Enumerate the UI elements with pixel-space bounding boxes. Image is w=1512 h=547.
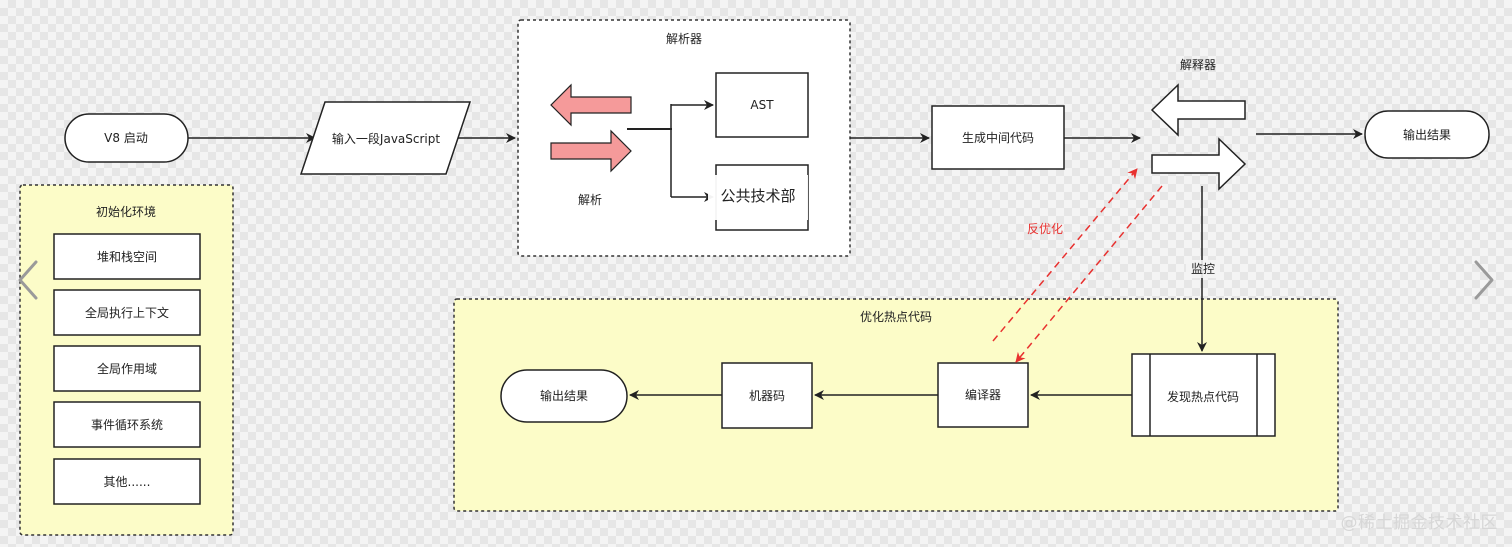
edge-deopt-up xyxy=(992,168,1138,342)
find-hot-node: 发现热点代码 xyxy=(1131,353,1276,437)
init-item: 堆和栈空间 xyxy=(53,233,201,280)
next-slide-button[interactable] xyxy=(1472,258,1496,302)
init-item-label: 事件循环系统 xyxy=(91,418,163,432)
optimize-title: 优化热点代码 xyxy=(860,310,932,324)
find-hot-label: 发现热点代码 xyxy=(1167,389,1239,404)
init-item-label: 其他...... xyxy=(104,475,151,489)
init-item: 事件循环系统 xyxy=(53,401,201,448)
output-bottom-label: 输出结果 xyxy=(540,388,588,403)
optimize-panel: 优化热点代码 xyxy=(453,298,1339,512)
init-item: 其他...... xyxy=(53,458,201,505)
watermark: @稀土掘金技术社区 xyxy=(1340,513,1498,533)
interpreter-left-arrow-icon xyxy=(1150,83,1246,137)
parse-label: 解析 xyxy=(578,193,602,207)
init-title: 初始化环境 xyxy=(96,204,156,219)
parser-panel: 解析器 解析 AST 公共技术部 xyxy=(517,19,851,257)
output-bottom-node: 输出结果 xyxy=(500,369,628,423)
monitor-label: 监控 xyxy=(1191,262,1215,276)
init-item-label: 全局执行上下文 xyxy=(85,305,169,320)
init-panel: 初始化环境 堆和栈空间 全局执行上下文 全局作用域 事件循环系统 其他.....… xyxy=(19,184,234,536)
chevron-left-icon xyxy=(18,260,38,300)
scope-overlay-label: 公共技术部 xyxy=(720,187,795,205)
parser-left-arrow-icon xyxy=(550,83,632,127)
input-js-node: 输入一段JavaScript xyxy=(299,101,472,175)
interpreter-right-arrow-icon xyxy=(1151,137,1247,191)
machine-code-label: 机器码 xyxy=(749,389,785,403)
input-js-label: 输入一段JavaScript xyxy=(332,131,440,146)
init-item: 全局作用域 xyxy=(53,345,201,392)
bytecode-node: 生成中间代码 xyxy=(931,105,1065,170)
interpreter-title: 解释器 xyxy=(1180,58,1216,72)
compiler-label: 编译器 xyxy=(965,387,1001,402)
init-item-label: 堆和栈空间 xyxy=(97,249,157,264)
parser-right-arrow-icon xyxy=(550,129,632,173)
init-item: 全局执行上下文 xyxy=(53,289,201,336)
init-item-label: 全局作用域 xyxy=(97,361,157,376)
prev-slide-button[interactable] xyxy=(16,258,40,302)
deopt-label: 反优化 xyxy=(1027,222,1063,236)
bytecode-label: 生成中间代码 xyxy=(962,130,1034,145)
ast-label: AST xyxy=(750,98,774,112)
parser-title: 解析器 xyxy=(666,32,702,46)
scope-node: 公共技术部 xyxy=(708,164,809,231)
edge-deopt-down xyxy=(1015,185,1163,363)
output-top-label: 输出结果 xyxy=(1403,127,1451,142)
ast-node: AST xyxy=(715,72,809,138)
machine-code-node: 机器码 xyxy=(721,362,813,429)
output-top-node: 输出结果 xyxy=(1364,110,1490,159)
chevron-right-icon xyxy=(1474,260,1494,300)
compiler-node: 编译器 xyxy=(937,362,1029,428)
interpreter-node: 解释器 xyxy=(1150,58,1247,191)
v8-start-label: V8 启动 xyxy=(104,131,148,145)
v8-start-node: V8 启动 xyxy=(64,113,189,163)
